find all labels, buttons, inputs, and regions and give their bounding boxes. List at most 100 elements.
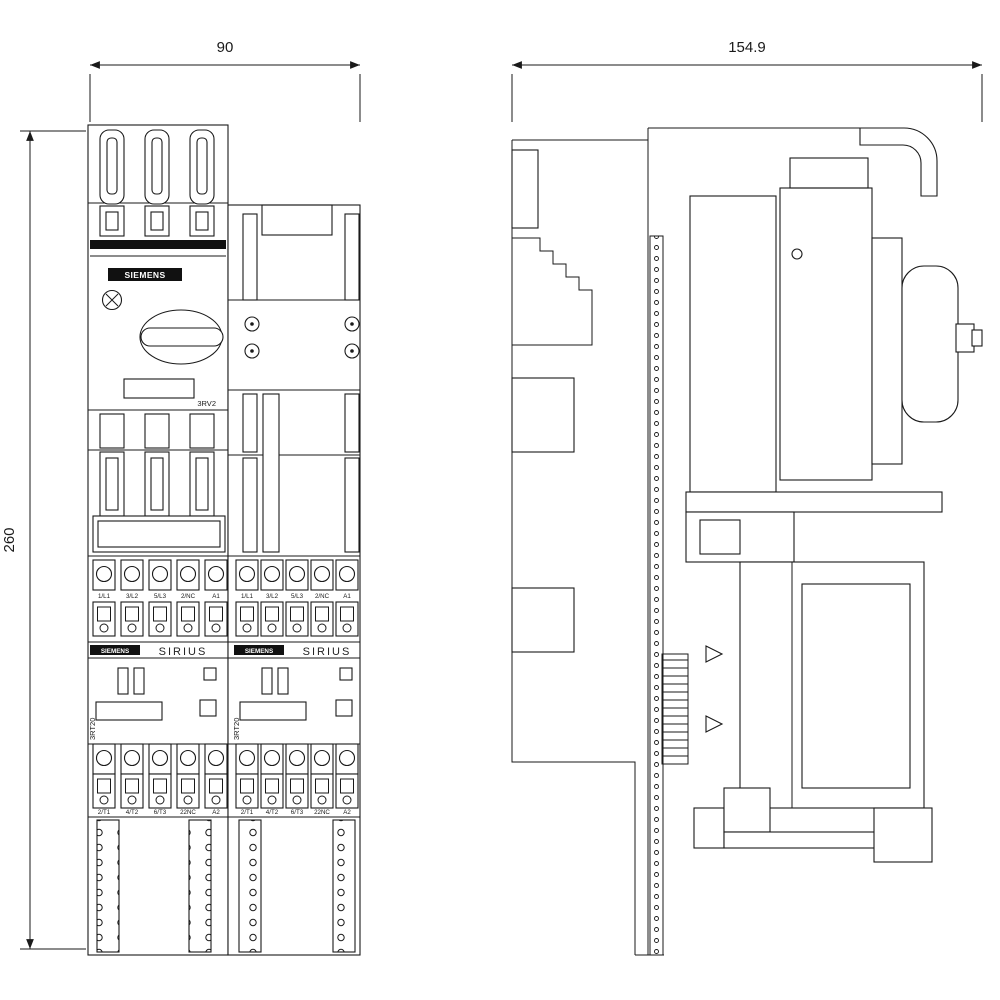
terminal-cell [260, 773, 284, 809]
terminal-row-top-unit1: 1/L1 3/L2 5/L3 2/NC A1 [92, 559, 228, 637]
terminal-cell [92, 773, 116, 809]
rating-label-window [123, 378, 195, 399]
terminal-label: A1 [343, 593, 351, 600]
screw-terminal [99, 205, 125, 237]
link-prong-slot [105, 457, 119, 511]
knob-shaft-tip [971, 329, 983, 347]
contactor-detail [203, 667, 217, 681]
perforated-strip [344, 457, 360, 553]
breaker-terminal-screws [99, 205, 215, 237]
perforated-rail [332, 819, 356, 953]
terminal-label: 2/T1 [241, 809, 254, 816]
fixing-point-dot [350, 349, 354, 353]
fixing-point-dot [350, 322, 354, 326]
terminal-label: 5/L3 [291, 593, 304, 600]
extension-lines [89, 74, 361, 122]
terminal-cell [310, 559, 334, 591]
fixing-point-icon [344, 316, 360, 332]
terminal-cell [235, 559, 259, 591]
contactor-housing-side [739, 561, 925, 809]
perforated-strip [242, 393, 258, 453]
siemens-logo-small-text: SIEMENS [101, 648, 129, 655]
contactor-detail [339, 667, 353, 681]
link-module-side [685, 491, 943, 513]
fixing-point-dot [250, 322, 254, 326]
terminal-label: 5/L3 [154, 593, 167, 600]
terminal-label: A2 [212, 809, 220, 816]
terminal-cell [204, 601, 228, 637]
height-value: 260 [1, 527, 18, 552]
contactor-detail [199, 699, 217, 717]
terminal-cell [335, 743, 359, 775]
terminal-cell [120, 743, 144, 775]
perforated-strip [242, 457, 258, 553]
link-prong [99, 451, 125, 517]
breaker-dark-band [90, 240, 226, 249]
link-busbar [92, 515, 226, 553]
terminal-label: 4/T2 [126, 809, 139, 816]
housing-screw-icon [791, 248, 803, 260]
fixing-point-icon [244, 343, 260, 359]
side-depth-value: 154.9 [728, 39, 766, 56]
latch-wedge-icons [705, 645, 724, 733]
link-prong [144, 451, 170, 517]
terminal-label: 6/T3 [154, 809, 167, 816]
siemens-logo-plate [108, 268, 182, 281]
screw-cross-icon [105, 293, 119, 307]
fixing-point-icon [244, 316, 260, 332]
contactor-label-window [239, 701, 307, 721]
knob-shaft [955, 323, 975, 353]
terminal-cell [235, 601, 259, 637]
lug-slot [196, 137, 208, 195]
breaker-top-detail [789, 157, 869, 189]
terminal-cell [176, 601, 200, 637]
terminal-row-top-unit2: 1/L1 3/L2 5/L3 2/NC A1 [235, 559, 359, 637]
siemens-logo-text: SIEMENS [124, 270, 165, 280]
terminal-cell [92, 559, 116, 591]
link-prong-slot [195, 457, 209, 511]
bracket-notch [511, 149, 539, 229]
link-module [92, 413, 226, 553]
bracket-staircase [512, 237, 593, 346]
fixing-point-icon [344, 343, 360, 359]
perforated-rail [96, 819, 120, 953]
bottom-rails [96, 819, 356, 953]
contactor-model-text: 3RT20 [232, 718, 241, 740]
terminal-cell [310, 743, 334, 775]
contactor-detail [335, 699, 353, 717]
terminal-label: 22NC [180, 809, 196, 816]
link-prong-slot [150, 457, 164, 511]
contactor-coil-side [801, 583, 911, 789]
terminal-cell [92, 601, 116, 637]
terminal-cell [176, 559, 200, 591]
terminal-cell [120, 559, 144, 591]
contactor-slot [261, 667, 273, 695]
front-view: SIEMENS 3RV2 [87, 124, 361, 956]
contactor-label-window [95, 701, 163, 721]
terminal-row-bottom-unit1: 2/T1 4/T2 6/T3 22NC A2 [92, 743, 228, 816]
screw-slot [105, 211, 119, 231]
link-pin [144, 413, 170, 449]
sirius-label: SIRIUS [303, 646, 352, 658]
terminal-cell [148, 743, 172, 775]
link-pin [99, 413, 125, 449]
adapter-detail [699, 519, 741, 555]
siemens-logo-plate-small [234, 645, 284, 655]
terminal-cell [335, 559, 359, 591]
terminal-cell [285, 743, 309, 775]
terminal-row-bottom-unit2: 2/T1 4/T2 6/T3 22NC A2 [235, 743, 359, 816]
contactor-brand-row: SIEMENS SIRIUS SIEMENS SIRIUS [90, 645, 352, 658]
terminal-cell [260, 743, 284, 775]
terminal-label: 2/NC [315, 593, 330, 600]
right-unit-inner-box [261, 204, 333, 236]
perforated-strip [242, 213, 258, 301]
terminal-cell [235, 773, 259, 809]
screw-terminal [144, 205, 170, 237]
terminal-label: 3/L2 [126, 593, 139, 600]
terminal-cell [120, 601, 144, 637]
perforated-rail [238, 819, 262, 953]
terminal-label: 3/L2 [266, 593, 279, 600]
fixing-point-icons [244, 316, 360, 359]
terminal-cell [235, 743, 259, 775]
